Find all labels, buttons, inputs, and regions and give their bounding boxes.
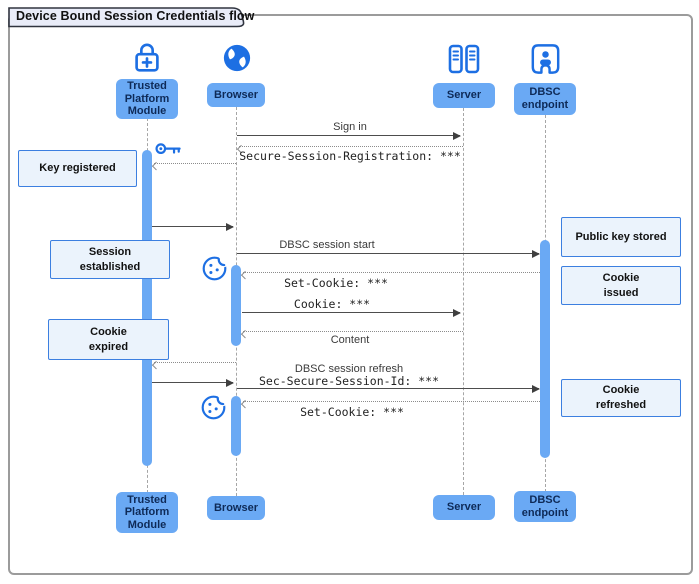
activation-bar-dbsc	[540, 240, 550, 458]
arrowhead-icon	[532, 249, 540, 258]
note-label: Key registered	[39, 162, 116, 175]
actor-box-dbsc-bottom: DBSC endpoint	[514, 491, 576, 522]
globe-icon	[223, 44, 251, 72]
arrow-secure-session-registration	[236, 144, 463, 153]
server-rack-icon	[448, 44, 480, 74]
arrowhead-icon	[453, 308, 461, 317]
arrowhead-icon	[532, 384, 540, 393]
arrow-dbsc-session-start	[237, 249, 540, 258]
note-session-established: Session established	[50, 240, 170, 279]
message-label-set-cookie-2: Set-Cookie: ***	[300, 405, 404, 419]
note-label: Public key stored	[575, 230, 667, 243]
note-cookie-expired: Cookie expired	[48, 319, 169, 360]
arrowhead-icon	[226, 378, 234, 387]
actor-label: DBSC endpoint	[521, 86, 569, 111]
activation-bar-browser-1	[231, 265, 241, 346]
title-tab	[8, 7, 245, 28]
actor-label: DBSC endpoint	[521, 493, 569, 519]
diagram-title: Device Bound Session Credentials flow	[16, 9, 255, 23]
actor-box-browser-top: Browser	[207, 83, 265, 107]
message-label-set-cookie-1: Set-Cookie: ***	[284, 276, 388, 290]
message-label-sign-in: Sign in	[333, 121, 367, 133]
cookie-icon	[202, 256, 228, 281]
note-label: Session established	[79, 245, 141, 273]
arrow-sign-in	[237, 131, 461, 140]
message-label-sec-secure-session-id: Sec-Secure-Session-Id: ***	[258, 374, 440, 388]
arrow-set-cookie-2	[240, 399, 540, 408]
note-public-key-stored: Public key stored	[561, 217, 681, 257]
actor-box-dbsc-top: DBSC endpoint	[514, 83, 576, 115]
actor-label: Browser	[213, 88, 259, 101]
cookie-icon	[201, 395, 227, 420]
arrow-dbsc-session-refresh	[237, 384, 540, 393]
message-label-content: Content	[330, 334, 370, 346]
arrow-key-registered-return	[152, 222, 234, 231]
note-cookie-refreshed: Cookie refreshed	[561, 379, 681, 417]
note-key-registered: Key registered	[18, 150, 137, 187]
actor-label: Trusted Platform Module	[124, 493, 170, 531]
lock-plus-icon	[135, 43, 159, 72]
actor-label: Trusted Platform Module	[124, 80, 170, 118]
actor-label: Server	[446, 501, 482, 514]
arrow-content	[240, 329, 463, 338]
activation-bar-browser-2	[231, 396, 241, 456]
actor-box-browser-bottom: Browser	[207, 496, 265, 520]
actor-box-tpm-bottom: Trusted Platform Module	[116, 492, 178, 533]
actor-label: Browser	[213, 501, 259, 514]
message-label-cookie: Cookie: ***	[293, 297, 371, 311]
arrow-cookie	[242, 308, 461, 317]
note-label: Cookie issued	[602, 271, 640, 299]
arrow-refresh-key	[151, 360, 236, 369]
note-label: Cookie expired	[88, 325, 129, 353]
activation-bar-tpm	[142, 150, 152, 466]
arrowhead-icon	[226, 222, 234, 231]
message-label-dbsc-session-refresh: DBSC session refresh	[294, 363, 404, 375]
badge-person-icon	[531, 44, 560, 74]
actor-box-tpm-top: Trusted Platform Module	[116, 79, 178, 119]
message-label-secure-session-registration: Secure-Session-Registration: ***	[239, 149, 461, 163]
key-icon	[155, 143, 181, 155]
lifeline-server	[463, 108, 464, 495]
actor-box-server-bottom: Server	[433, 495, 495, 520]
note-label: Cookie refreshed	[595, 384, 647, 411]
arrow-register-key	[151, 161, 236, 170]
arrow-set-cookie-1	[240, 270, 540, 279]
arrow-refresh-key-return	[152, 378, 234, 387]
actor-box-server-top: Server	[433, 83, 495, 108]
actor-label: Server	[446, 89, 482, 102]
message-label-dbsc-session-start: DBSC session start	[279, 239, 375, 251]
note-cookie-issued: Cookie issued	[561, 266, 681, 305]
arrowhead-icon	[453, 131, 461, 140]
